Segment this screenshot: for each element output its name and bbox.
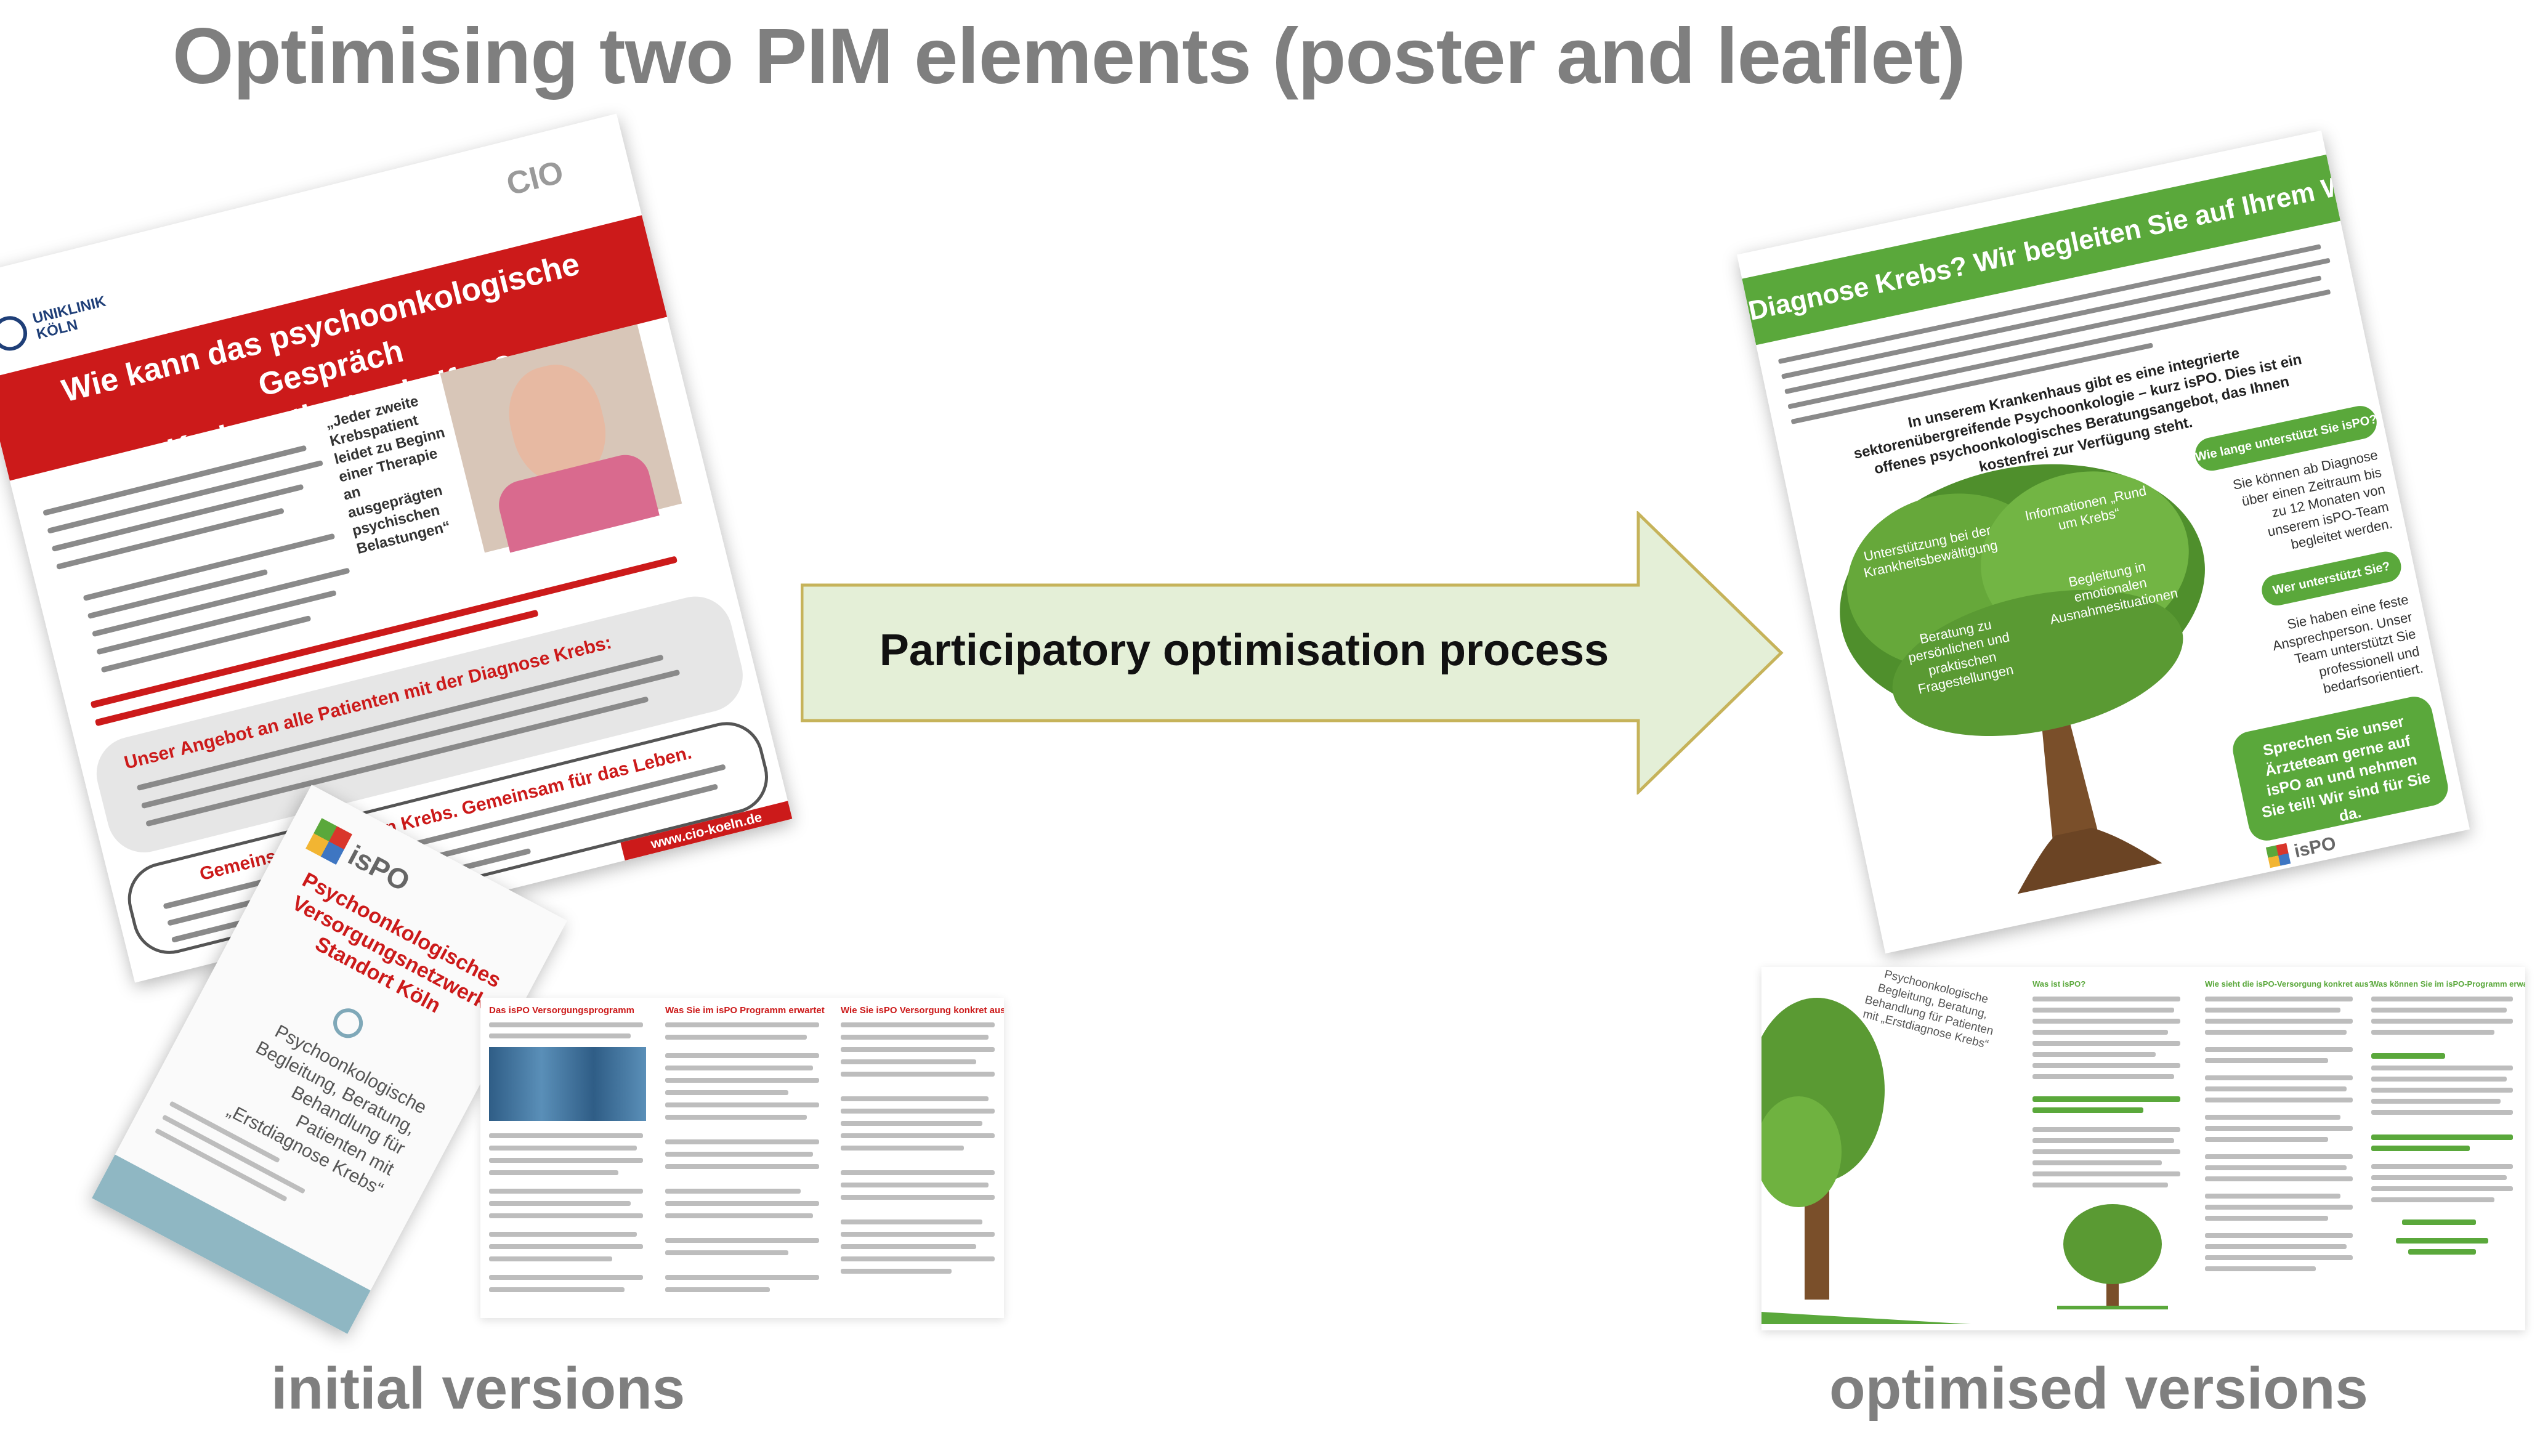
leaflet-col1-heading: Das isPO Versorgungsprogramm — [489, 1005, 634, 1016]
optimised-col1-heading: Was ist isPO? — [2032, 979, 2086, 989]
process-arrow-label: Participatory optimisation process — [879, 626, 1609, 675]
cio-logo: CIO — [503, 154, 567, 203]
cta-box: Sprechen Sie unser Ärzteteam gerne auf i… — [2229, 693, 2452, 844]
page-title: Optimising two PIM elements (poster and … — [172, 12, 1966, 100]
initial-leaflet-inside: Das isPO Versorgungsprogramm Was Sie im … — [480, 998, 1004, 1318]
optimised-headline-bar: Diagnose Krebs? Wir begleiten Sie auf Ih… — [1742, 154, 2389, 346]
optimised-leaflet: Psychoonkologische Begleitung, Beratung,… — [1761, 967, 2525, 1330]
process-arrow — [801, 511, 1784, 795]
process-arrow-shape — [801, 511, 1784, 795]
optimised-col3-heading: Was können Sie im isPO-Programm erwarten… — [2371, 979, 2525, 989]
optimised-poster: Diagnose Krebs? Wir begleiten Sie auf Ih… — [1737, 130, 2470, 954]
leaflet-col3-heading: Wie Sie isPO Versorgung konkret aussieht — [841, 1005, 1004, 1016]
initial-versions-caption: initial versions — [271, 1356, 686, 1422]
leaflet-cover-tree — [1761, 998, 1971, 1324]
tree-illustration — [1840, 464, 2205, 894]
ispo-logo-icon — [305, 818, 352, 865]
uniklinik-logo: UNIKLINIK KÖLN — [0, 293, 107, 355]
leaflet-image-strip — [489, 1047, 646, 1121]
leaflet-teal-band — [92, 1154, 371, 1334]
optimised-versions-caption: optimised versions — [1829, 1356, 2368, 1422]
ispo-logo-icon — [2265, 843, 2291, 868]
optimised-col2-heading: Wie sieht die isPO-Versorgung konkret au… — [2205, 979, 2374, 989]
leaflet-ring-icon — [328, 1003, 368, 1043]
uniklinik-seal-icon — [0, 312, 31, 355]
a1-text: Sie können ab Diagnose über einen Zeitra… — [2231, 447, 2394, 552]
leaflet-col2-heading: Was Sie im isPO Programm erwartet — [665, 1005, 825, 1016]
leaflet-small-tree — [2057, 1204, 2168, 1309]
a2-text: Sie haben eine feste Ansprechperson. Uns… — [2271, 591, 2425, 697]
